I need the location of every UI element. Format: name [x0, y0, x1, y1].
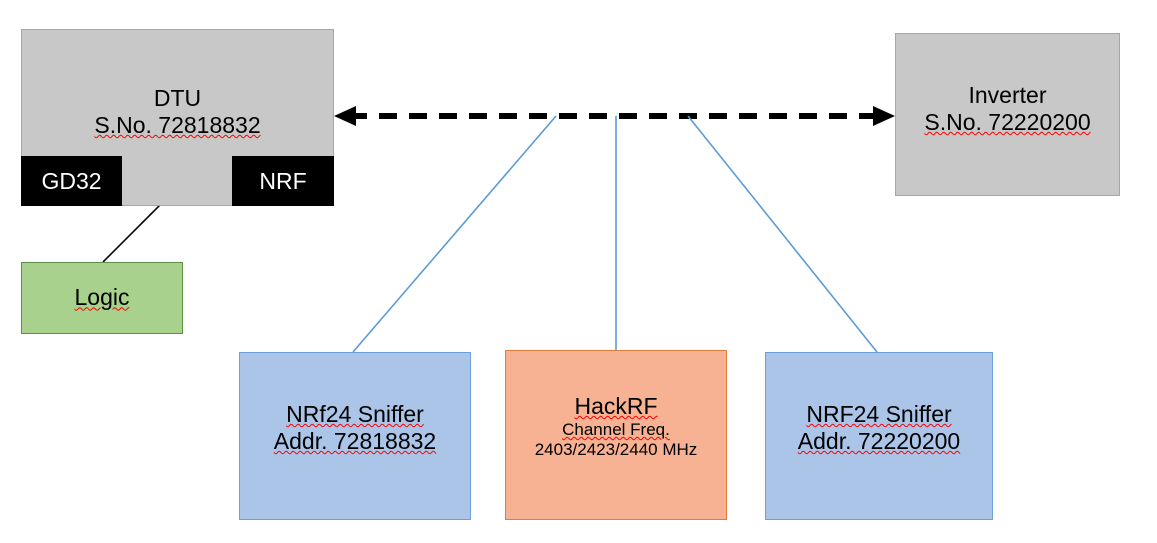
node-sniffer-left[interactable]: NRf24 Sniffer Addr. 72818832: [239, 352, 471, 520]
inverter-title: Inverter: [968, 82, 1047, 108]
node-logic[interactable]: Logic: [21, 262, 183, 334]
inverter-serial: S.No. 72220200: [924, 109, 1091, 136]
hackrf-channel-label: Channel Freq.: [562, 420, 670, 440]
node-hackrf[interactable]: HackRF Channel Freq. 2403/2423/2440 MHz: [505, 350, 727, 520]
logic-label: Logic: [74, 284, 130, 311]
tap-line-sniffer-left: [352, 115, 557, 353]
node-inverter[interactable]: Inverter S.No. 72220200: [895, 33, 1120, 196]
tap-line-sniffer-right: [687, 115, 878, 353]
node-sniffer-right[interactable]: NRF24 Sniffer Addr. 72220200: [765, 352, 993, 520]
hackrf-channel-freqs: 2403/2423/2440 MHz: [534, 440, 698, 460]
dtu-title: DTU: [153, 85, 202, 111]
nrf-label: NRF: [259, 167, 307, 194]
sniffer-left-title: NRf24 Sniffer: [286, 401, 424, 427]
hackrf-title: HackRF: [574, 393, 658, 419]
sniffer-right-address: Addr. 72220200: [797, 428, 961, 455]
node-gd32[interactable]: GD32: [21, 156, 122, 206]
dtu-serial: S.No. 72818832: [94, 112, 261, 139]
dtu-inverter-link: [334, 106, 895, 126]
sniffer-left-address: Addr. 72818832: [273, 428, 437, 455]
gd32-label: GD32: [41, 167, 102, 194]
arrowhead-left-icon: [334, 106, 356, 126]
arrowhead-right-icon: [873, 106, 895, 126]
sniffer-right-title: NRF24 Sniffer: [806, 401, 952, 427]
node-nrf[interactable]: NRF: [232, 156, 334, 206]
